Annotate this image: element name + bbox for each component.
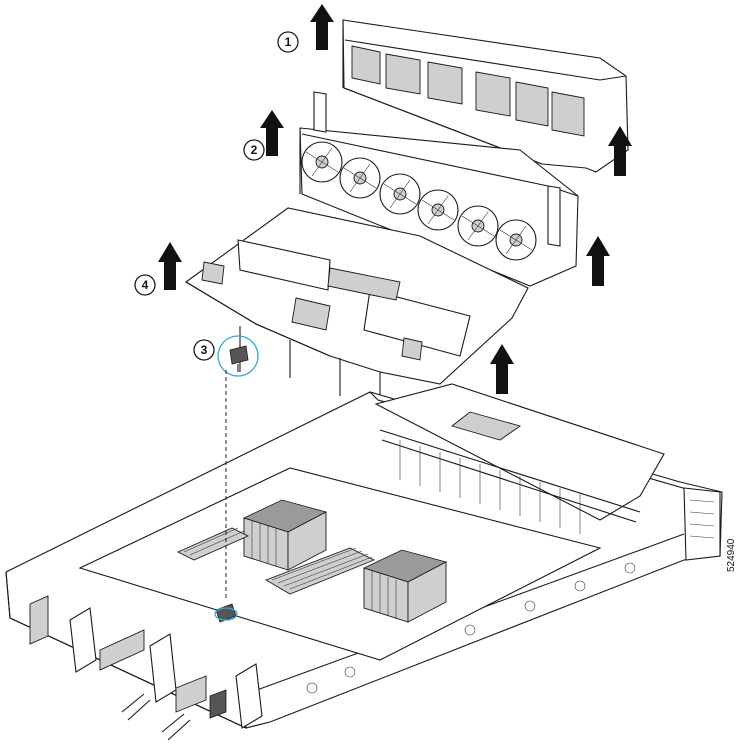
highlight-circle — [217, 335, 259, 377]
dimm-bank-left — [176, 527, 250, 561]
cable-connector-detail — [214, 335, 259, 621]
air-baffle-part — [185, 207, 529, 400]
callout-1-label: 1 — [285, 35, 292, 49]
lift-arrow-icon — [586, 236, 610, 286]
lift-arrow-icon — [260, 110, 284, 156]
fan-module-5 — [457, 205, 499, 247]
lift-arrow-icon — [490, 344, 514, 394]
callout-4: 4 — [134, 274, 156, 296]
fan-module-6 — [495, 219, 537, 261]
callout-4-label: 4 — [142, 278, 149, 292]
top-bracket-part — [342, 19, 629, 173]
callout-3: 3 — [193, 339, 215, 361]
fan-tray-part — [299, 91, 579, 287]
heatsink-1 — [242, 499, 328, 571]
heatsink-2 — [362, 549, 448, 623]
figure-id: 524940 — [726, 538, 737, 572]
lift-arrow-icon — [158, 242, 182, 290]
fan-module-1 — [301, 141, 343, 183]
server-chassis — [5, 383, 723, 741]
fan-module-3 — [379, 173, 421, 215]
dimm-bank-center — [264, 547, 376, 595]
lift-arrow-icon — [608, 126, 632, 176]
fan-module-4 — [417, 189, 459, 231]
callout-2: 2 — [243, 139, 265, 161]
highlight-target — [214, 607, 238, 621]
callout-2-label: 2 — [251, 143, 258, 157]
fan-module-2 — [339, 157, 381, 199]
callout-1: 1 — [277, 31, 299, 53]
lift-arrow-icon — [310, 4, 334, 50]
callout-3-label: 3 — [201, 343, 208, 357]
lift-arrows — [158, 4, 632, 394]
